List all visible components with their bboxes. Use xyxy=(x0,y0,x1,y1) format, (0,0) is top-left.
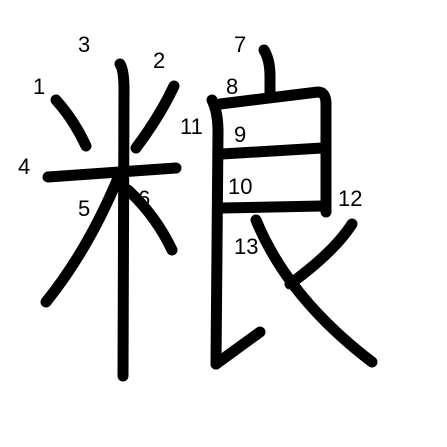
stroke-number-5: 5 xyxy=(78,196,90,221)
stroke-9 xyxy=(216,142,328,160)
stroke-2 xyxy=(130,80,180,154)
stroke-number-3: 3 xyxy=(78,32,90,57)
stroke-1 xyxy=(50,94,92,152)
stroke-3 xyxy=(114,58,130,382)
stroke-6 xyxy=(122,184,178,256)
stroke-12 xyxy=(284,218,358,290)
stroke-number-6: 6 xyxy=(138,186,150,211)
stroke-number-2: 2 xyxy=(153,48,165,73)
stroke-11 xyxy=(214,86,332,218)
stroke-13 xyxy=(210,326,266,370)
stroke-number-12: 12 xyxy=(338,186,362,211)
stroke-10 xyxy=(216,200,328,214)
stroke-number-13: 13 xyxy=(234,234,258,259)
stroke-5 xyxy=(40,172,124,308)
stroke-number-7: 7 xyxy=(234,32,246,57)
stroke-7 xyxy=(258,44,276,100)
stroke-number-10: 10 xyxy=(228,174,252,199)
stroke-13b xyxy=(250,214,378,368)
stroke-number-1: 1 xyxy=(33,74,45,99)
stroke-4 xyxy=(42,162,182,183)
stroke-8 xyxy=(206,94,224,370)
stroke-number-11: 11 xyxy=(180,114,203,139)
stroke-number-4: 4 xyxy=(18,154,30,179)
stroke-number-9: 9 xyxy=(234,122,246,147)
stroke-number-8: 8 xyxy=(226,74,238,99)
